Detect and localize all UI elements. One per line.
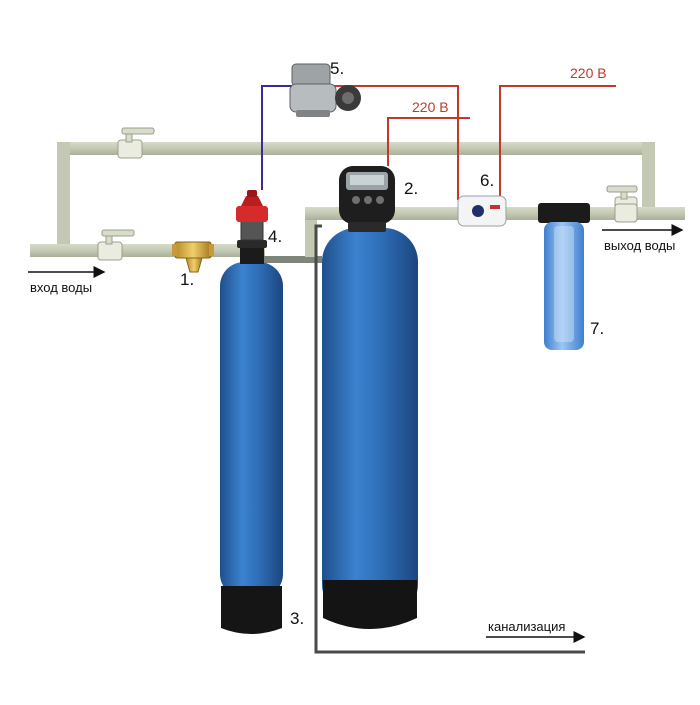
drain-line [314,224,585,654]
label-strainer: 1. [180,270,194,289]
aeration-tank [220,240,283,634]
inlet-label: вход воды [30,280,92,295]
bypass-pipe-right [642,142,655,220]
label-aeration-head: 4. [268,227,282,246]
label-drain: 3. [290,609,304,628]
label-relay: 6. [480,171,494,190]
wire-red-compressor-relay [330,85,459,200]
wire-blue-compressor [261,85,292,190]
inlet-pipe [30,244,265,257]
tank-connector-pipe [262,256,322,263]
voltage-label-relay: 220 В [570,65,607,81]
label-control-head: 2. [404,179,418,198]
bypass-pipe-left [57,142,70,252]
valve-inlet[interactable] [97,229,135,261]
drain-label: канализация [488,619,565,634]
outlet-label: выход воды [604,238,675,253]
wire-red-control [387,117,470,166]
big-blue-filter-icon [538,203,590,350]
flow-relay-icon [457,195,507,227]
voltage-label-control: 220 В [412,99,449,115]
red-aeration-valve-icon [236,190,268,241]
valve-outlet[interactable] [614,203,638,223]
wire-red-relay-power [499,85,616,200]
treatment-tank [322,228,418,629]
label-compressor: 5. [330,59,344,78]
valve-bypass-left[interactable] [117,127,155,159]
control-valve-head-icon [339,166,395,232]
brass-strainer-icon [172,241,214,273]
bypass-pipe-top [57,142,655,155]
label-filter: 7. [590,319,604,338]
air-compressor-icon [289,63,361,117]
